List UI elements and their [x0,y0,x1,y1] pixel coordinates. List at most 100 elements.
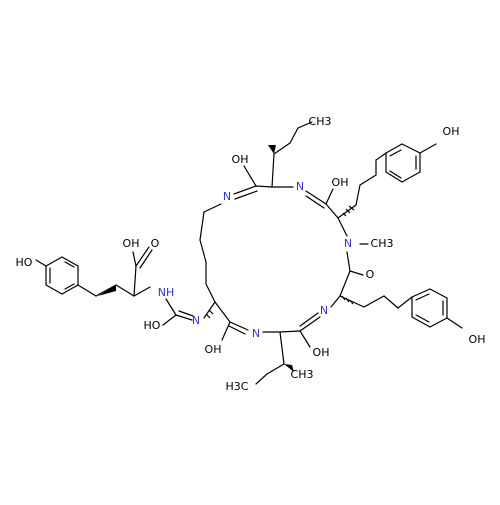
bond [446,317,463,329]
atom-labels: HO OH O NH HO N OH N OH N H3C CH3 N CH3 … [16,115,486,393]
atom-label-oh: OH [232,153,249,166]
bond [339,270,351,297]
bond [325,188,334,205]
atom-label-methyl: CH3 [371,237,394,250]
bond-lines [35,121,463,385]
bond [289,127,299,144]
bond-double [64,261,75,268]
bond [411,316,431,328]
bond [429,288,448,299]
bond [299,330,311,348]
bond [61,284,79,295]
hash-bond [345,297,350,303]
bond [337,217,348,237]
bond [203,203,222,213]
bond [325,203,339,219]
bond-double [139,249,153,269]
atom-label-oh: OH [332,176,349,189]
atom-label-oh: OH [443,125,460,138]
hash-bond [208,309,214,315]
bond [133,286,151,297]
atom-label-n: N [344,237,352,250]
hash-bond [342,212,347,217]
bond [419,143,437,154]
bond-double [299,312,319,327]
atom-label-nh: NH [158,286,175,299]
bond [115,284,135,297]
bond [133,265,137,297]
bond [401,143,421,154]
atom-label-ch3: CH3 [291,368,314,381]
bond [271,153,275,188]
bond [363,295,385,308]
atom-label-oh: OH [469,333,486,346]
bond [279,331,285,365]
atom-label-n: N [252,327,260,340]
atom-label-ho: HO [16,256,33,269]
bond [199,211,205,241]
bond-double [389,170,402,179]
bond [214,301,231,323]
atom-label-ho: HO [144,319,161,332]
atom-label-ch3: CH3 [309,115,332,128]
atom-label-oh: OH [123,237,140,250]
bond [299,316,321,332]
atom-label-oh: OH [205,343,222,356]
bond [135,246,150,267]
hashed-bonds [205,205,355,319]
bond-double [228,325,246,335]
hash-bond [348,205,355,211]
bond-double [234,190,258,200]
bond [429,317,448,328]
bond [205,283,216,303]
atom-label-oh: OH [313,346,330,359]
bond [199,239,207,263]
bond [385,143,403,154]
bond [45,256,63,267]
bond [35,259,47,267]
bond-double [415,293,430,301]
bond [305,190,327,205]
wedge-bond [268,145,276,154]
bond [233,185,257,195]
bond [77,284,97,297]
bond [255,373,268,385]
bond-double [305,195,325,209]
atom-label-h3c: H3C [226,380,249,393]
hash-bond [205,313,211,319]
wedge-bond [98,285,116,296]
bond [273,142,291,155]
hash-bond [349,299,354,305]
bond [61,256,79,267]
bond [337,204,357,219]
bond [401,171,421,183]
stereo-wedges [98,145,294,372]
bond [266,363,285,375]
bond [162,314,177,326]
bond [95,284,117,297]
bond [45,284,63,295]
atom-label-n: N [296,180,304,193]
bond-double [178,310,194,317]
bond [385,171,403,183]
bond-double [389,149,402,157]
bond [355,184,361,206]
bond [243,165,257,187]
bond-double [64,283,75,290]
bond [375,152,387,161]
bond [175,314,193,321]
bond [346,251,351,272]
bond [383,295,399,309]
bond [349,270,364,276]
bond [359,174,377,186]
atom-label-n: N [223,190,231,203]
bond [255,185,273,188]
wedge-bond [284,364,294,372]
bond [297,121,313,129]
hash-bond [345,208,351,214]
bond [411,288,431,298]
atom-label-o: O [151,237,160,250]
bond-double [415,314,430,323]
bond [330,295,341,308]
